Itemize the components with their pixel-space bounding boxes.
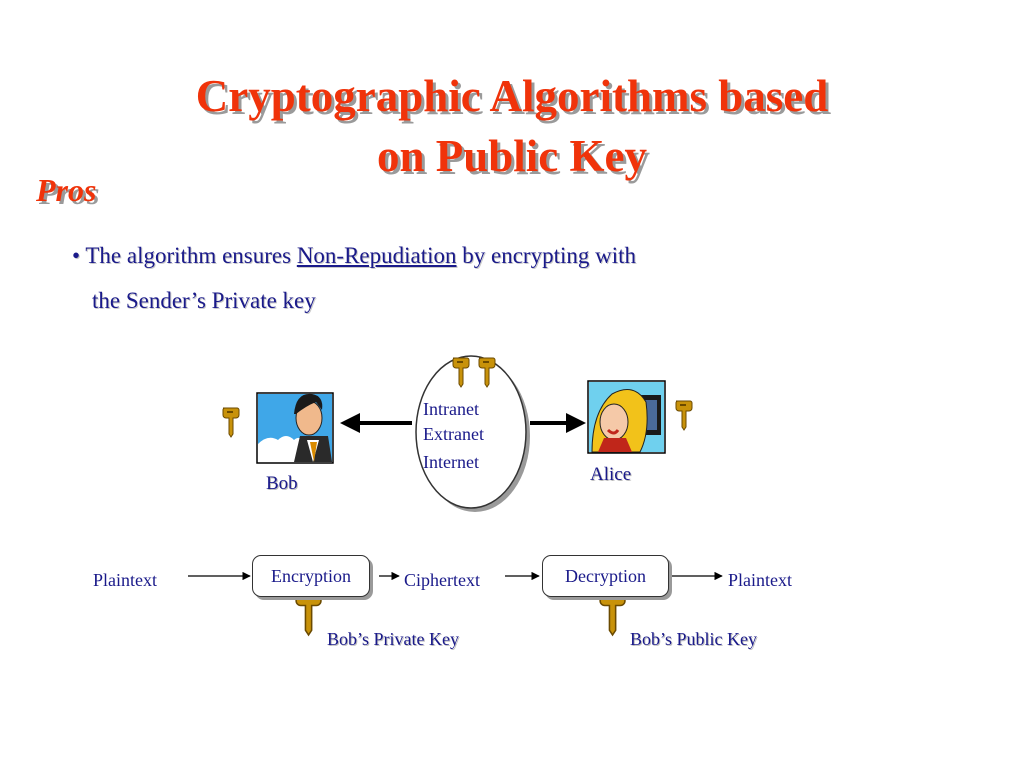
bob-key-icon <box>222 407 240 438</box>
network-cloud <box>415 355 527 509</box>
cloud-item-internet: Internet <box>423 452 479 472</box>
cloud-item-intranet: Intranet <box>423 399 479 419</box>
plaintext-output-label: Plaintext <box>728 570 792 590</box>
encryption-box: Encryption <box>252 555 370 597</box>
alice-person-icon <box>587 380 666 454</box>
ciphertext-label: Ciphertext <box>404 570 480 590</box>
bullet-line-1: • The algorithm ensures Non-Repudiation … <box>72 243 636 269</box>
alice-key-icon <box>675 400 693 431</box>
public-key-label: Bob’s Public Key <box>630 629 758 649</box>
cloud-item-extranet: Extranet <box>423 424 484 444</box>
decryption-box: Decryption <box>542 555 669 597</box>
alice-label: Alice <box>590 464 632 485</box>
bullet-text-a: • The algorithm ensures <box>72 243 297 268</box>
plaintext-input-label: Plaintext <box>93 570 157 590</box>
slide-title: Cryptographic Algorithms based on Public… <box>0 66 1024 186</box>
bullet-text-b: by encrypting with <box>456 243 637 268</box>
title-line-1: Cryptographic Algorithms based <box>195 71 829 121</box>
private-key-label: Bob’s Private Key <box>327 629 459 649</box>
bullet-line-2: the Sender’s Private key <box>92 288 316 313</box>
title-line-2: on Public Key <box>376 131 648 181</box>
non-repudiation-term: Non-Repudiation <box>296 243 457 268</box>
pros-heading: Pros <box>36 172 97 208</box>
bob-label: Bob <box>266 473 298 494</box>
bob-person-icon <box>256 392 334 464</box>
